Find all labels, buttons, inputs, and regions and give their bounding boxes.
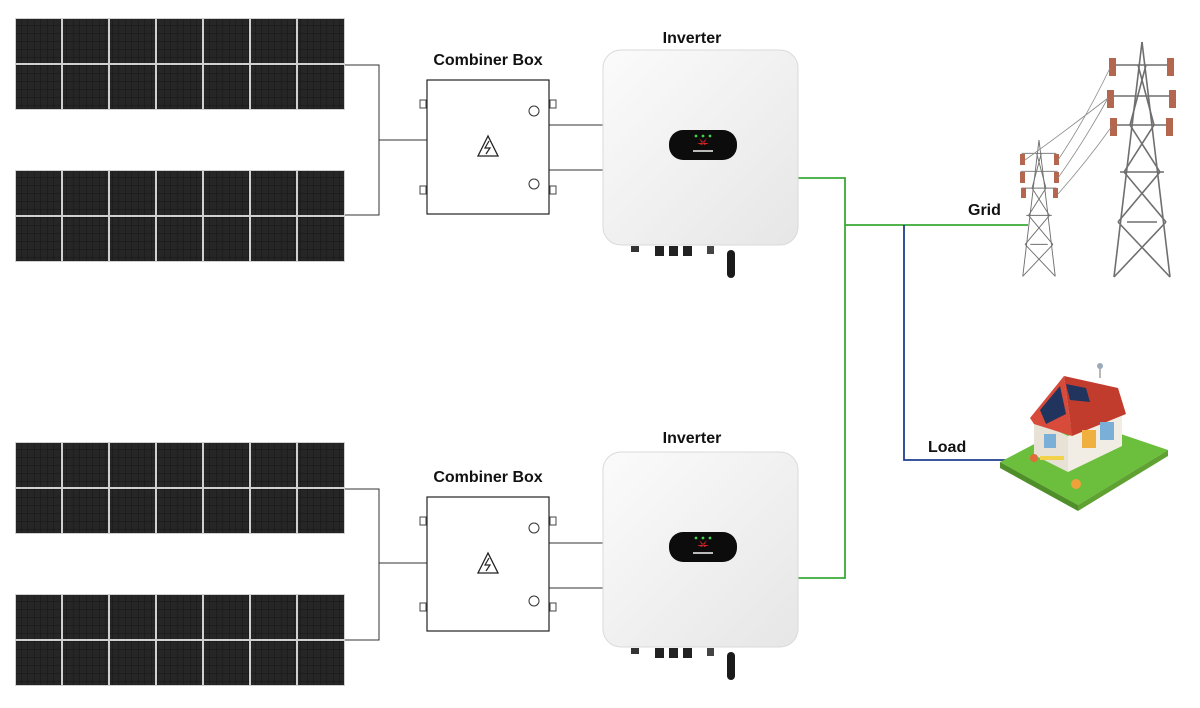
combiner-box-label-lower: Combiner Box (433, 469, 542, 486)
solar-panel-icon (15, 170, 345, 262)
solar-panel-icon (15, 18, 345, 110)
dc-wiring-lower (345, 488, 604, 641)
grid-label: Grid (968, 202, 1001, 219)
inverter-label-upper: Inverter (663, 30, 722, 47)
load-label: Load (928, 439, 966, 456)
inverter-label-lower: Inverter (663, 430, 722, 447)
inverter-icon (602, 49, 799, 279)
combiner-box-label-upper: Combiner Box (433, 52, 542, 69)
dc-wiring-upper (345, 64, 604, 216)
combiner-box-icon (419, 79, 557, 215)
house-icon (1000, 363, 1168, 511)
solar-panel-icon (15, 442, 345, 534)
transmission-tower-icon (1019, 41, 1176, 278)
combiner-box-icon (419, 496, 557, 632)
inverter-icon (602, 451, 799, 681)
solar-panel-icon (15, 594, 345, 686)
load-line (903, 225, 1008, 461)
ac-line (798, 177, 846, 579)
